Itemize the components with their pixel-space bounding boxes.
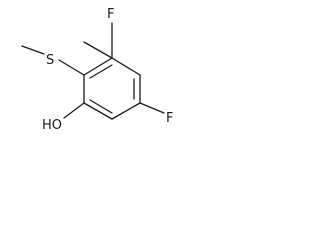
ring-bond-c4-c5 <box>111 102 141 120</box>
ring-bond-c2-c3 <box>111 57 141 76</box>
ring-bond-c1-c2b <box>83 57 113 76</box>
ring-bond-c1-c2 <box>83 41 113 59</box>
chemical-structure-diagram: F F S HO <box>21 7 173 133</box>
bond-c-s <box>58 59 85 76</box>
fluorine-top-label: F <box>107 7 114 22</box>
sulfur-label: S <box>46 53 54 68</box>
double-bond-inner-top <box>89 64 113 79</box>
bond-s-methyl <box>21 45 45 55</box>
hydroxyl-label: HO <box>42 118 62 133</box>
ring-bond-c5-c6 <box>83 102 113 120</box>
bond-c-f-right <box>139 102 165 114</box>
double-bond-inner-bottom <box>89 99 113 114</box>
fluorine-right-label: F <box>166 111 173 126</box>
benzene-ring <box>83 41 141 120</box>
bond-c-oh <box>63 102 85 119</box>
